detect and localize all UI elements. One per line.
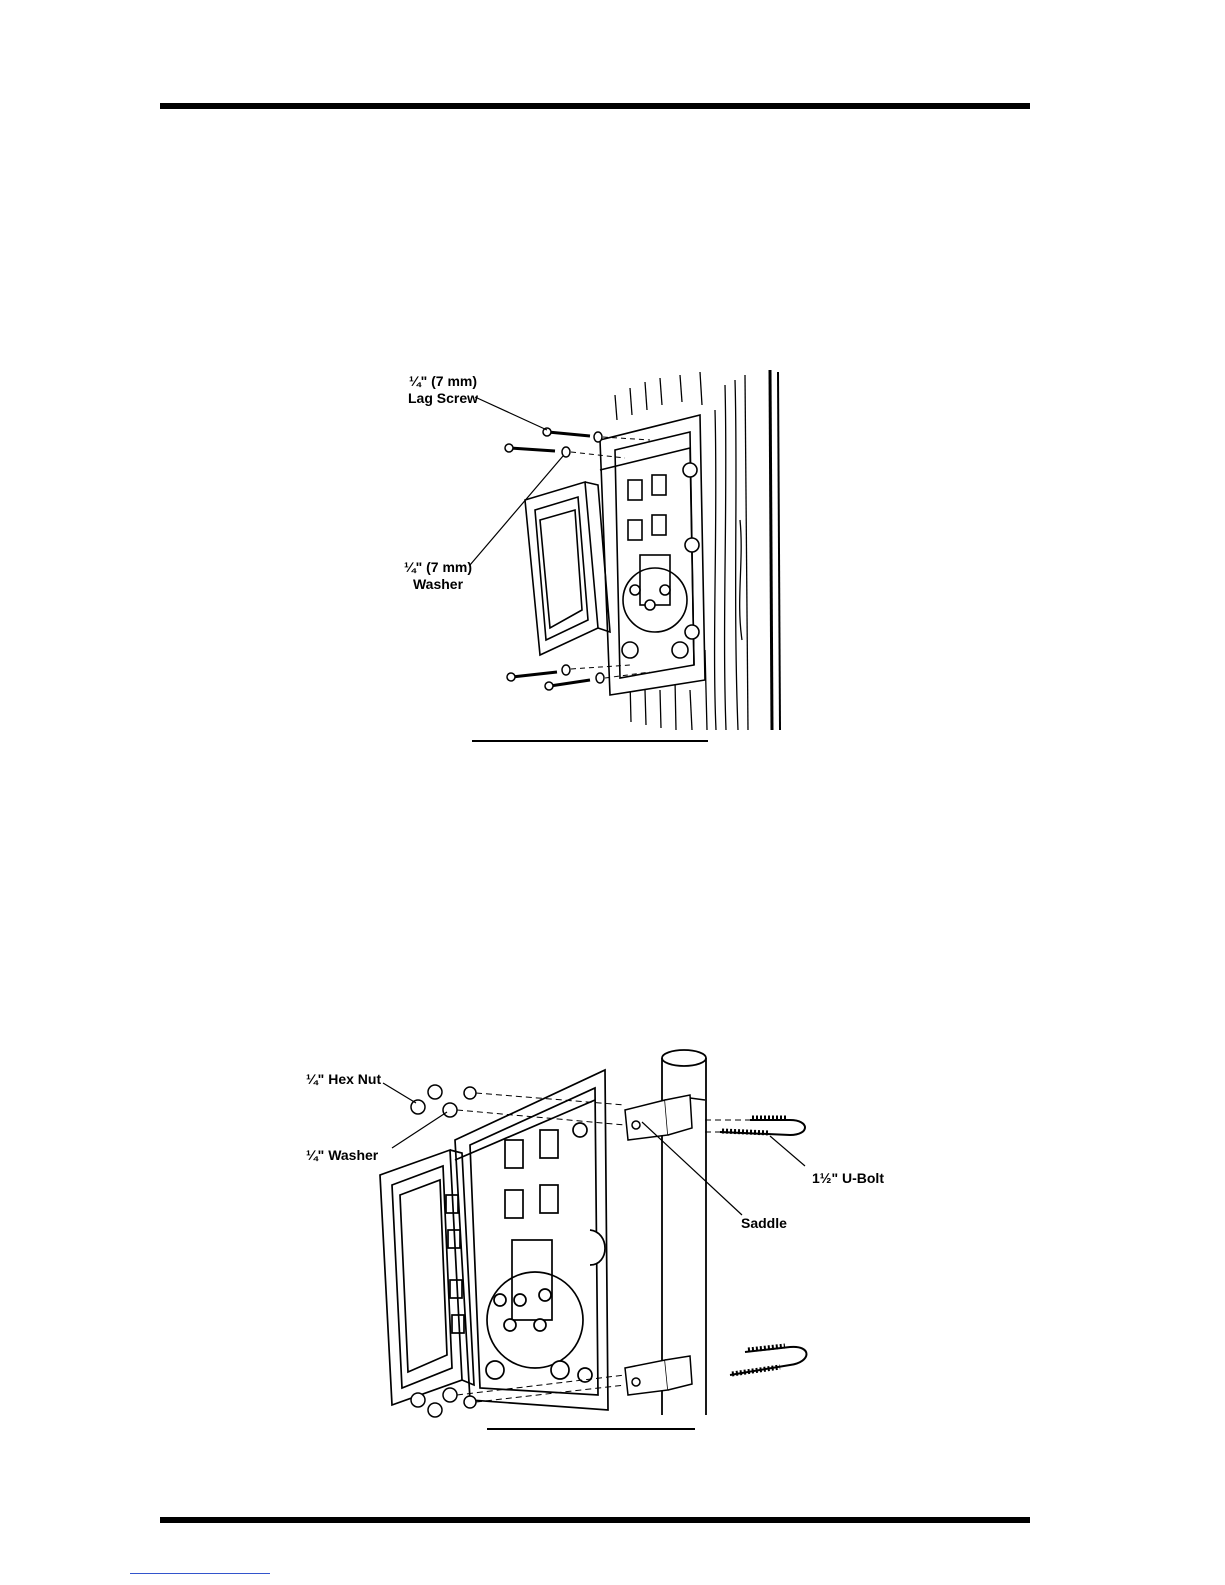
saddles: [625, 1095, 705, 1395]
wood-wall: [615, 370, 780, 730]
pole: [662, 1050, 706, 1415]
nuts-washers: [411, 1085, 476, 1417]
footer-rule: [160, 1517, 1030, 1523]
label-u-bolt: 1½" U-Bolt: [812, 1170, 884, 1186]
label-hex-nut: ¼" Hex Nut: [306, 1071, 381, 1087]
label-washer-size: ¼" (7 mm): [404, 559, 472, 575]
enclosure-base: [600, 415, 705, 695]
label-saddle: Saddle: [741, 1215, 787, 1231]
label-washer: Washer: [413, 576, 464, 592]
figure1-caption-rule: [472, 740, 708, 742]
pole-enclosure-cover: [380, 1150, 474, 1405]
lag-screws: [505, 428, 604, 690]
label-pole-washer: ¼" Washer: [306, 1147, 379, 1163]
u-bolts: [720, 1118, 807, 1375]
footer-link-underline[interactable]: [130, 1573, 270, 1574]
header-rule: [160, 103, 1030, 109]
figure2-caption-rule: [487, 1428, 695, 1430]
label-lag-screw-size: ¼" (7 mm): [409, 373, 477, 389]
enclosure-cover: [525, 482, 610, 655]
label-lag-screw: Lag Screw: [408, 390, 478, 406]
pole-enclosure-base: [455, 1070, 608, 1410]
